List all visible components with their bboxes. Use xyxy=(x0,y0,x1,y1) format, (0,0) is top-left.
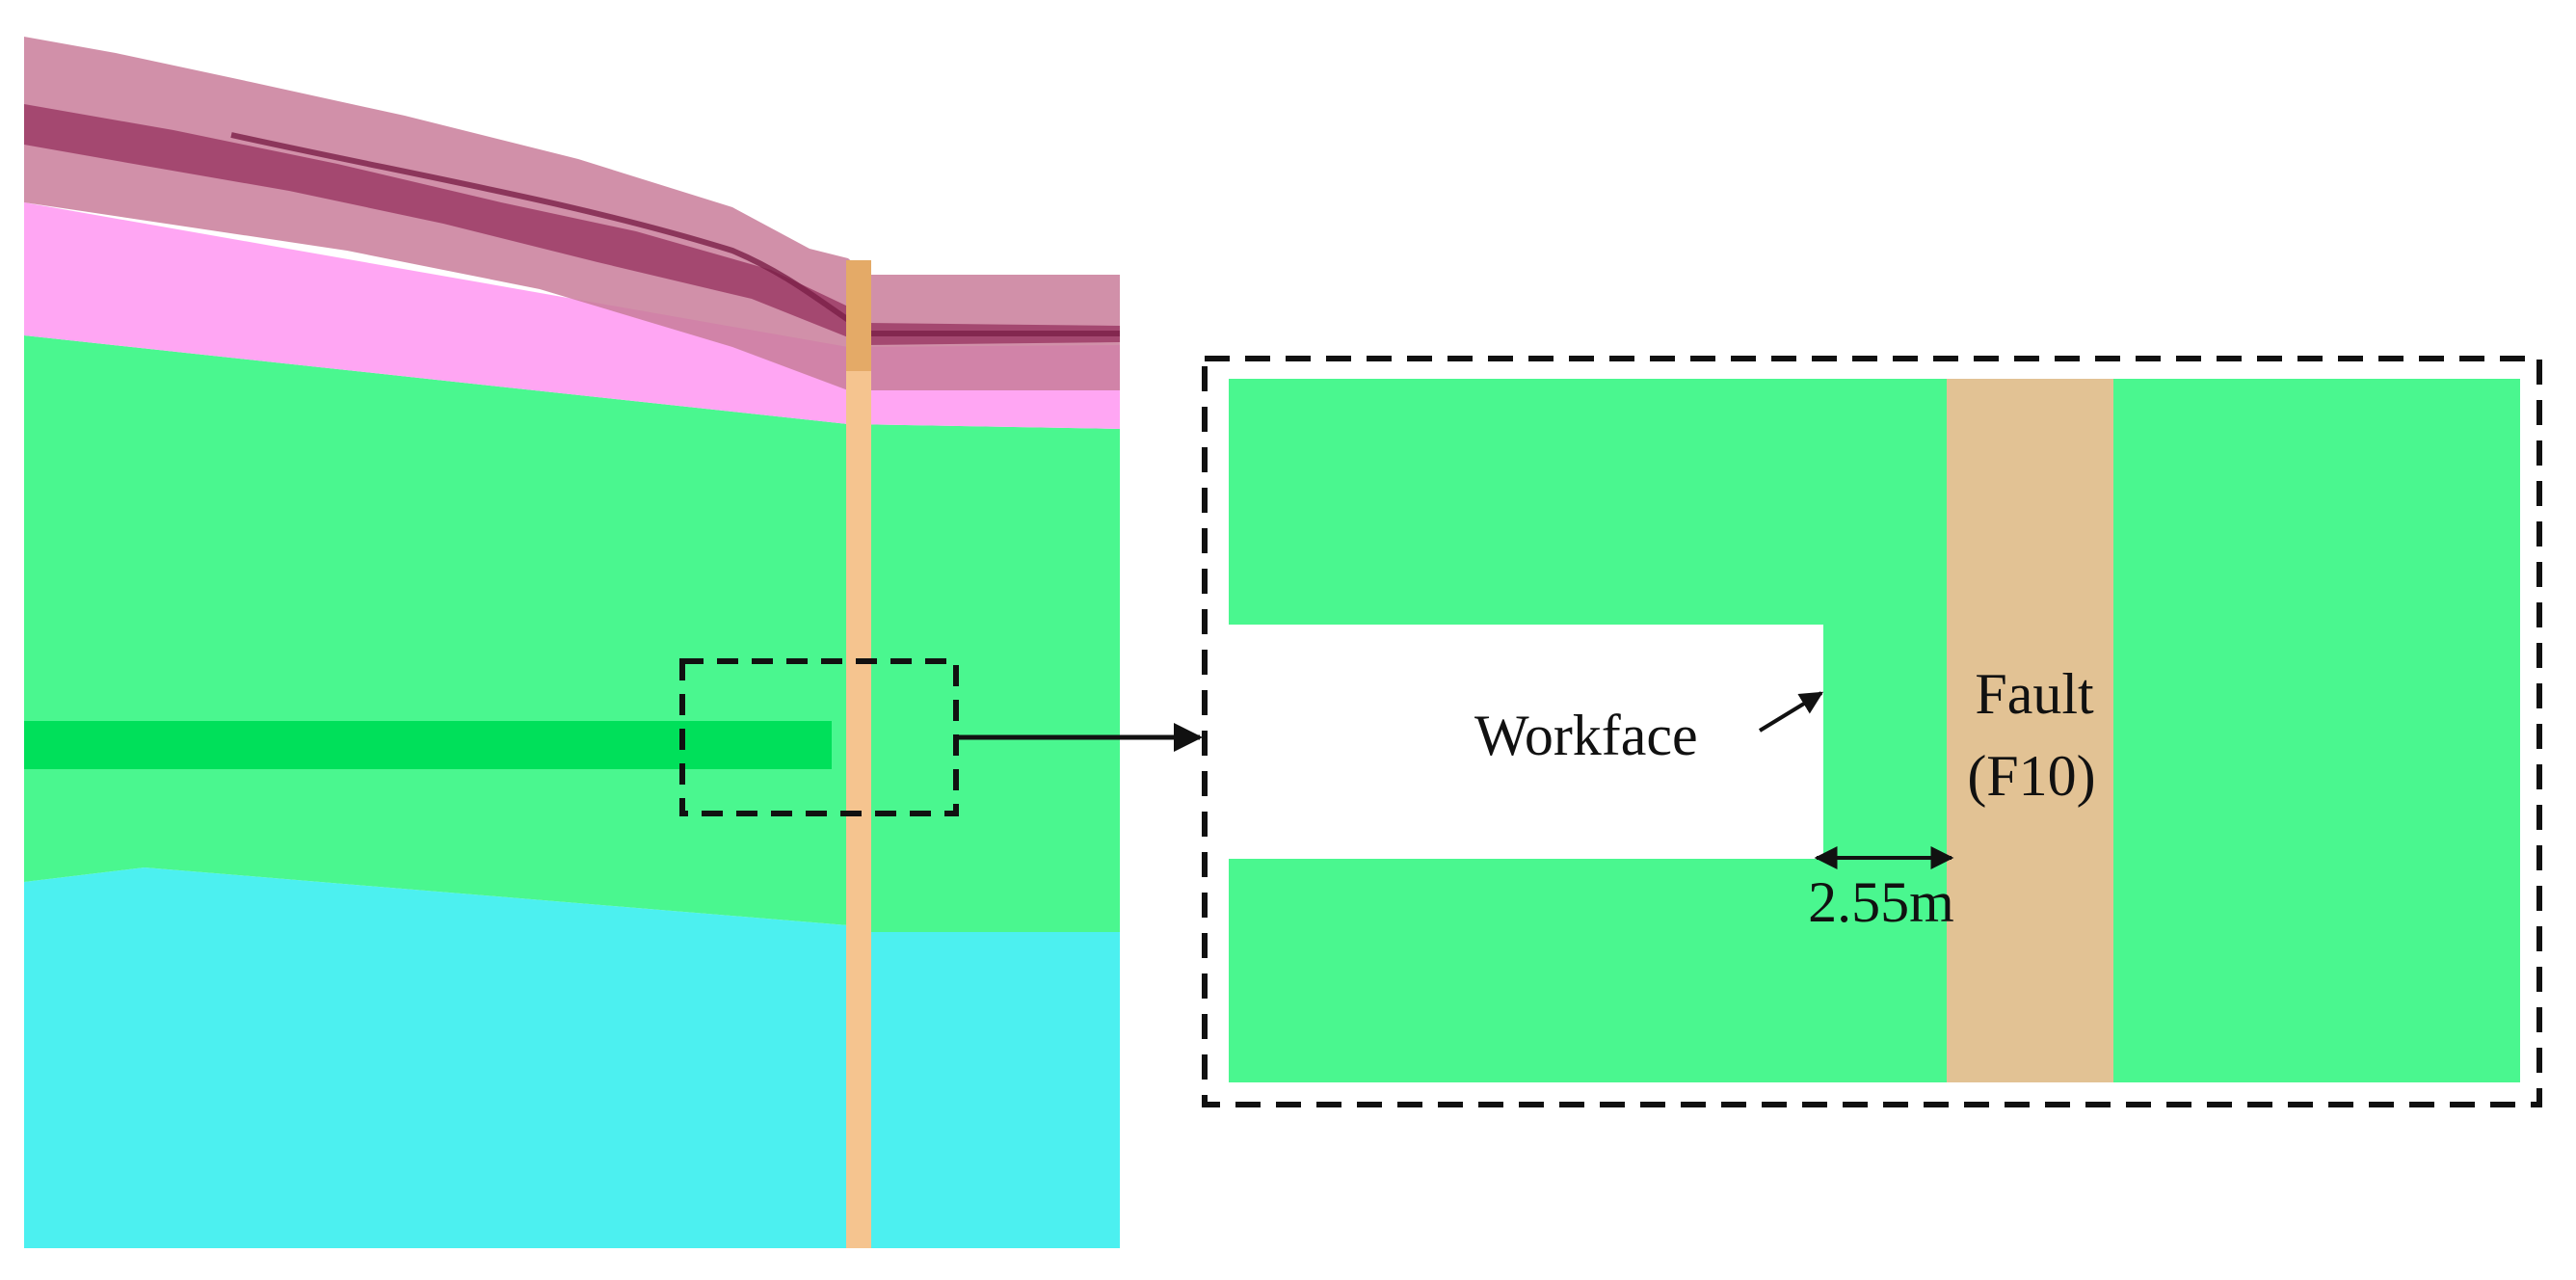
zoom-detail-panel: Workface Fault (F10) 2.55m xyxy=(1202,356,2542,1107)
fault-label-line2: (F10) xyxy=(1967,744,2095,808)
detail-fault xyxy=(1947,379,2113,1082)
coal-seam-band xyxy=(24,104,1120,345)
workface-seam xyxy=(24,721,832,769)
workface-opening xyxy=(1216,625,1823,859)
seam-line xyxy=(230,132,869,335)
fault-label-line1: Fault xyxy=(1975,662,2094,726)
cross-section-model xyxy=(24,37,1120,1248)
zoom-region-box xyxy=(679,658,959,816)
detail-dashed-frame xyxy=(1202,356,2542,1107)
workface-pointer-arrow xyxy=(1758,691,1824,733)
fault-strip xyxy=(846,260,871,1248)
overburden-layer xyxy=(24,37,1120,390)
green-rock-layer xyxy=(24,335,1120,932)
workface-label: Workface xyxy=(1474,704,1698,767)
fault-strip-top xyxy=(846,260,871,371)
cyan-bottom-layer xyxy=(24,867,1120,1248)
distance-label: 2.55m xyxy=(1808,870,1954,934)
